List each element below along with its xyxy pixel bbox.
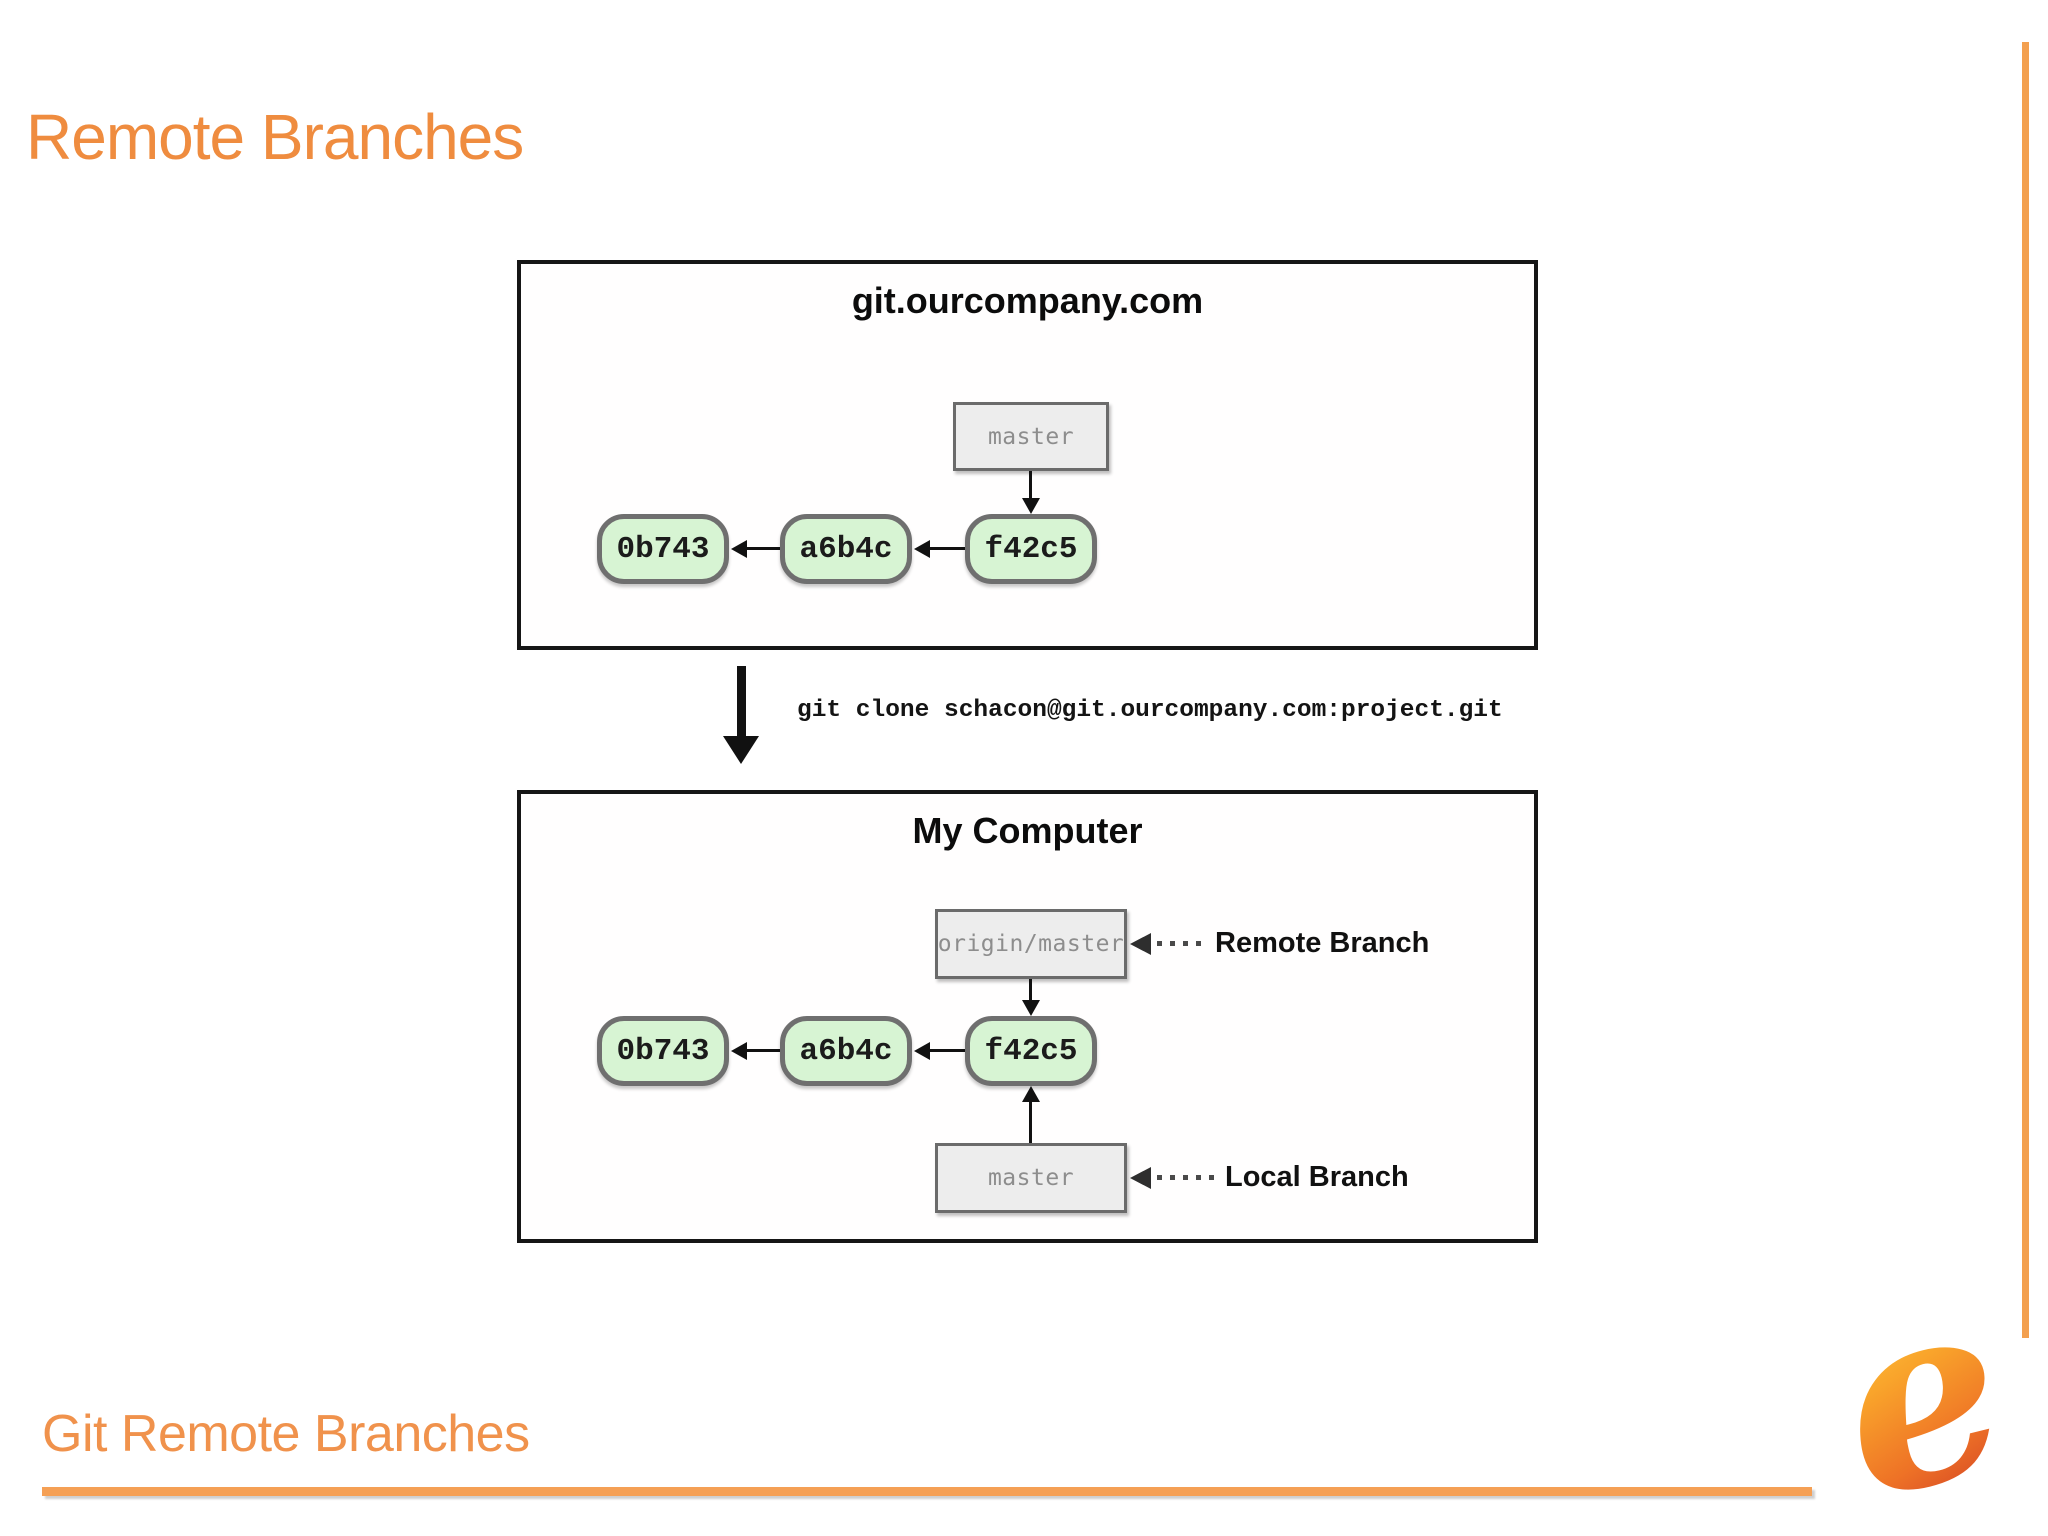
clone-arrow-head: [723, 736, 759, 764]
commit-label: a6b4c: [799, 1033, 893, 1069]
brand-logo: e: [1810, 1238, 2031, 1536]
commit-label: f42c5: [984, 1033, 1078, 1069]
local-branch-annotation-arrowhead: [1130, 1167, 1151, 1189]
commit-node: a6b4c: [780, 1016, 912, 1086]
commit-label: a6b4c: [799, 531, 893, 567]
local-master-branch-box: master: [935, 1143, 1127, 1213]
remote-repo-box: git.ourcompany.com master 0b743 a6b4c f4…: [517, 260, 1538, 650]
commit-label: 0b743: [616, 531, 710, 567]
local-branch-annotation: Local Branch: [1225, 1161, 1409, 1193]
footer-rule: [42, 1487, 1812, 1496]
right-edge-accent-line: [2022, 42, 2029, 1338]
commit-label: 0b743: [616, 1033, 710, 1069]
commit-parent-arrowhead: [731, 1042, 747, 1060]
footer-title: Git Remote Branches: [42, 1405, 530, 1463]
remote-branch-annotation: Remote Branch: [1215, 927, 1430, 959]
commit-parent-arrow-line: [747, 547, 780, 550]
remote-branch-annotation-dots: [1157, 941, 1207, 946]
local-repo-title: My Computer: [912, 810, 1143, 851]
branch-to-commit-arrowhead: [1022, 1000, 1040, 1016]
commit-parent-arrowhead: [731, 540, 747, 558]
clone-command: git clone schacon@git.ourcompany.com:pro…: [797, 697, 1503, 724]
local-branch-to-commit-arrowhead: [1022, 1086, 1040, 1102]
commit-node: f42c5: [965, 514, 1097, 584]
commit-parent-arrowhead: [914, 1042, 930, 1060]
branch-to-commit-arrowhead: [1022, 498, 1040, 514]
page-title: Remote Branches: [26, 101, 524, 173]
local-repo-box: My Computer origin/master Remote Branch …: [517, 790, 1538, 1243]
commit-node: a6b4c: [780, 514, 912, 584]
commit-parent-arrow-line: [930, 547, 965, 550]
origin-master-branch-box: origin/master: [935, 909, 1127, 979]
origin-master-branch-label: origin/master: [937, 931, 1125, 957]
remote-master-branch-label: master: [987, 423, 1075, 450]
commit-node: 0b743: [597, 514, 729, 584]
remote-repo-title: git.ourcompany.com: [851, 280, 1204, 321]
brand-logo-glyph: e: [1810, 1238, 2031, 1536]
local-master-branch-label: master: [987, 1165, 1075, 1191]
local-branch-to-commit-arrow-line: [1029, 1100, 1032, 1143]
brand-logo-icon: e: [1810, 1238, 2031, 1536]
local-branch-annotation-dots: [1157, 1175, 1217, 1180]
commit-label: f42c5: [984, 531, 1078, 567]
commit-node: f42c5: [965, 1016, 1097, 1086]
commit-parent-arrow-line: [747, 1049, 780, 1052]
remote-branch-annotation-arrowhead: [1130, 933, 1151, 955]
commit-node: 0b743: [597, 1016, 729, 1086]
commit-parent-arrowhead: [914, 540, 930, 558]
branch-to-commit-arrow-line: [1029, 471, 1032, 500]
clone-arrow-shaft: [737, 666, 746, 738]
commit-parent-arrow-line: [930, 1049, 965, 1052]
branch-to-commit-arrow-line: [1029, 979, 1032, 1002]
remote-master-branch-box: master: [953, 402, 1109, 471]
